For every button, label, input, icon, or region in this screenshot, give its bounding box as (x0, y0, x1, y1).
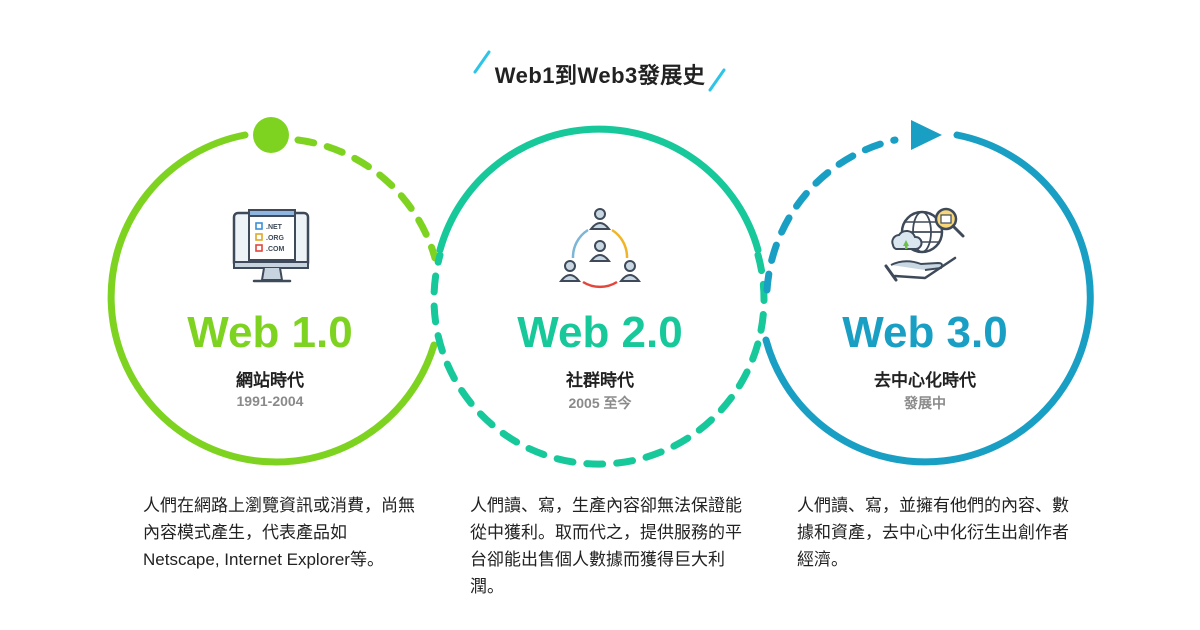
web3-arrow-icon (911, 120, 942, 150)
web1-description: 人們在網路上瀏覽資訊或消費，尚無內容模式產生，代表產品如Netscape, In… (143, 496, 415, 569)
label-net: .NET (266, 224, 283, 231)
page-title: Web1到Web3發展史 (494, 63, 706, 88)
web1-ring-solid (107, 131, 438, 466)
web1-title: Web 1.0 (187, 308, 353, 357)
web1-subtitle: 網站時代 (236, 371, 304, 390)
web1-start-dot (253, 117, 289, 153)
globe-hand-icon (884, 207, 965, 282)
web1-ring-dashed (294, 136, 439, 262)
web2-title: Web 2.0 (517, 308, 683, 357)
title-accent-right (708, 68, 726, 92)
web3-period: 發展中 (904, 395, 946, 411)
web1-period: 1991-2004 (236, 393, 304, 409)
web2-subtitle: 社群時代 (566, 371, 634, 390)
monitor-domain-icon: .NET .ORG .COM (232, 209, 310, 283)
web3-ring-solid (762, 131, 1094, 466)
web3-subtitle: 去中心化時代 (874, 371, 976, 390)
community-people-icon (558, 208, 642, 289)
web3-title: Web 3.0 (842, 308, 1008, 357)
web2-ring-solid (436, 125, 762, 254)
web3-description: 人們讀、寫，並擁有他們的內容、數據和資產，去中心中化衍生出創作者經濟。 (797, 496, 1069, 569)
web2-period: 2005 至今 (568, 395, 632, 411)
web3-ring-dashed (763, 136, 899, 294)
web2-description: 人們讀、寫，生產內容卻無法保證能從中獲利。取而代之，提供服務的平台卻能出售個人數… (470, 496, 742, 596)
label-com: .COM (266, 246, 284, 253)
web2-ring-dashed (430, 251, 768, 468)
title-accent-left (473, 50, 491, 74)
label-org: .ORG (266, 235, 284, 242)
